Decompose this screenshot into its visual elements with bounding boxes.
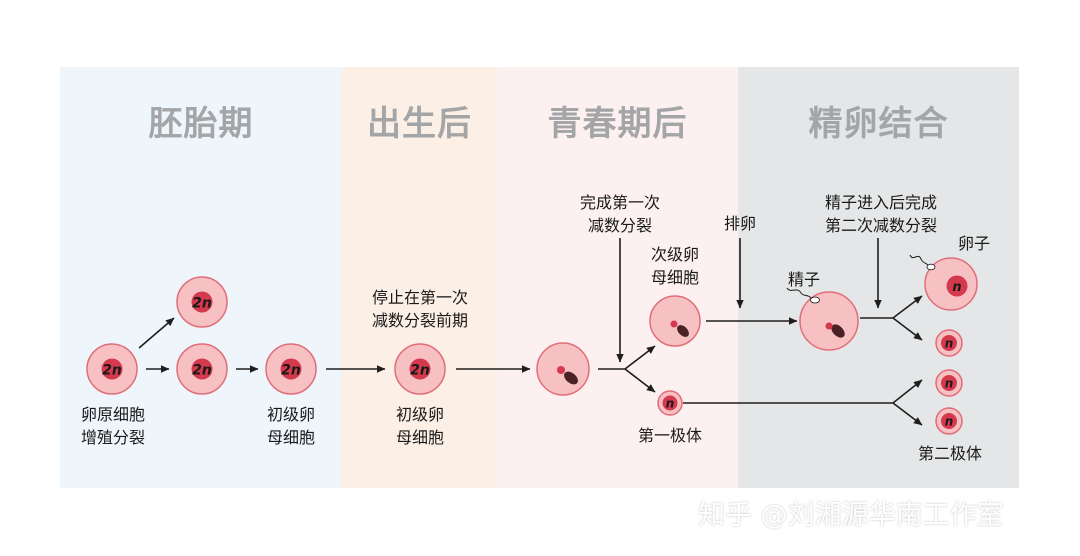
oogonium-cell-upper: 2n	[176, 276, 228, 328]
primary-oocyte-embryo: 2n	[265, 343, 317, 395]
cell-mark-n: n	[952, 280, 961, 295]
branch-to-secondary-oocyte	[598, 345, 656, 370]
phase-title-fertilization: 精卵结合	[808, 104, 949, 144]
label-second-polar-body: 第二极体	[917, 444, 982, 463]
panel-after-puberty	[497, 67, 738, 488]
sperm-icon	[909, 254, 936, 271]
oogonium-cell: 2n	[86, 343, 138, 395]
cell-mark-2n: 2n	[192, 363, 212, 379]
cell-mark-2n: 2n	[410, 363, 430, 379]
second-polar-body-cell: n	[935, 329, 963, 357]
cell-mark-n: n	[666, 397, 675, 411]
label-ovulation: 排卵	[723, 214, 756, 233]
phase-title-after-puberty: 青春期后	[547, 104, 688, 144]
label-sperm: 精子	[787, 270, 820, 289]
label-first-polar-body: 第一极体	[637, 426, 702, 445]
label-primary-oocyte-embryo: 初级卵 母细胞	[266, 405, 315, 447]
cell-mark-n: n	[945, 337, 954, 351]
cell-mark-2n: 2n	[102, 363, 122, 379]
cell-mark-2n: 2n	[192, 296, 212, 312]
second-polar-body-cell: n	[935, 407, 963, 435]
sperm-icon	[786, 287, 820, 304]
oogonium-cell-middle: 2n	[176, 343, 228, 395]
label-oogonia-proliferation: 卵原细胞 增殖分裂	[80, 405, 145, 447]
branch-to-first-polar-body	[624, 368, 656, 393]
phase-title-embryo: 胚胎期	[148, 104, 254, 144]
second-polar-body-cell: n	[935, 369, 963, 397]
branch-to-second-polar-body-b	[683, 379, 923, 404]
branch-to-egg	[860, 295, 923, 319]
label-complete-first-meiosis: 完成第一次 减数分裂	[579, 193, 660, 235]
watermark: 知乎 @刘湘源华南工作室	[698, 500, 1004, 531]
label-arrest-meiosis: 停止在第一次 减数分裂前期	[371, 288, 468, 330]
panel-after-birth	[342, 67, 497, 488]
phase-title-after-birth: 出生后	[367, 104, 472, 144]
branch-to-second-polar-body-a	[892, 317, 923, 341]
label-primary-oocyte-after-birth: 初级卵 母细胞	[395, 405, 444, 447]
primary-oocyte-arrested: 2n	[394, 343, 446, 395]
label-secondary-oocyte: 次级卵 母细胞	[650, 245, 699, 287]
label-egg: 卵子	[957, 234, 990, 253]
branch-to-second-polar-body-c	[892, 402, 923, 426]
arrow-to-upper-cell	[138, 317, 175, 349]
arrows	[138, 238, 923, 426]
primary-oocyte-dividing	[536, 342, 590, 396]
secondary-oocyte	[649, 295, 701, 347]
cell-mark-n: n	[945, 377, 954, 391]
cell-mark-2n: 2n	[281, 363, 301, 379]
egg-cell: n	[924, 257, 978, 311]
first-polar-body-cell: n	[657, 390, 683, 416]
fertilizing-oocyte	[799, 291, 859, 351]
cell-mark-n: n	[945, 415, 954, 429]
label-complete-second-meiosis: 精子进入后完成 第二次减数分裂	[824, 193, 937, 235]
